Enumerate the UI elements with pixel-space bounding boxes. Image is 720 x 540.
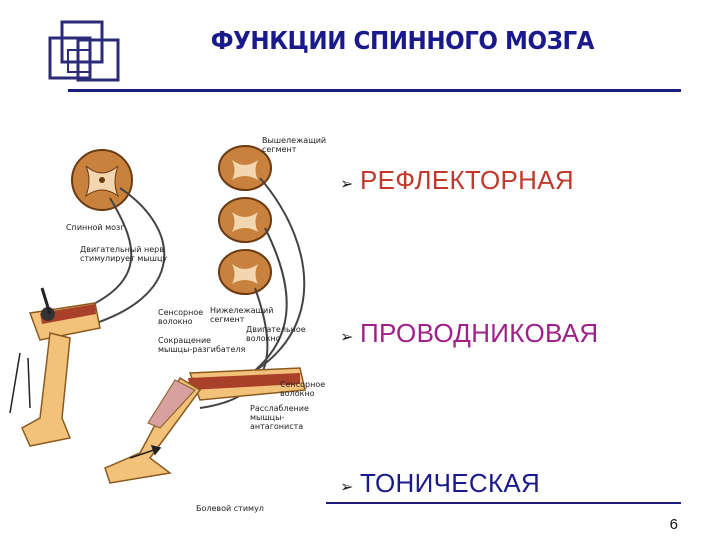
label-pain-stimulus: Болевой стимул xyxy=(196,504,264,513)
label-upper-segment: Вышележащий сегмент xyxy=(262,136,327,154)
label-lower-segment: Нижележащий сегмент xyxy=(210,306,274,324)
spinal-cord-section-left xyxy=(71,149,133,211)
arrow-bullet-icon: ➢ xyxy=(340,329,354,346)
arrow-bullet-icon: ➢ xyxy=(340,176,354,193)
label-sensory-fiber-left: Сенсорное волокно xyxy=(158,308,204,326)
leg-left xyxy=(21,287,101,447)
stimulus-arrows xyxy=(9,352,162,459)
footer-divider xyxy=(326,502,681,504)
reflex-arc-illustration: Спинной мозг Двигательный нерв стимулиру… xyxy=(0,128,335,520)
page-number: 6 xyxy=(669,516,678,533)
label-spinal-cord: Спинной мозг xyxy=(66,223,125,232)
bullet-label: ПРОВОДНИКОВАЯ xyxy=(360,318,599,348)
logo-icon xyxy=(48,20,120,82)
label-sensory-fiber-right: Сенсорное волокно xyxy=(280,380,326,398)
label-antagonist-relaxation: Расслабление мышцы-антагониста xyxy=(250,404,309,431)
arrow-bullet-icon: ➢ xyxy=(340,479,354,496)
label-motor-fiber: Двигательное волокно xyxy=(246,325,306,343)
spinal-cord-segments-right xyxy=(218,145,272,295)
bullet-label: РЕФЛЕКТОРНАЯ xyxy=(360,165,574,195)
reflex-arc-drawing xyxy=(9,145,306,484)
label-motor-nerve: Двигательный нерв стимулирует мышцу xyxy=(80,245,168,263)
leg-right xyxy=(104,367,306,484)
bullet-reflex: ➢ РЕФЛЕКТОРНАЯ xyxy=(340,165,574,196)
label-extensor-contraction: Сокращение мышцы-разгибателя xyxy=(158,336,246,354)
title-divider xyxy=(68,89,681,92)
bullet-label: ТОНИЧЕСКАЯ xyxy=(360,468,541,498)
bullet-tonic: ➢ ТОНИЧЕСКАЯ xyxy=(340,468,540,499)
slide-title: ФУНКЦИИ СПИННОГО МОЗГА xyxy=(210,26,595,55)
bullet-conduction: ➢ ПРОВОДНИКОВАЯ xyxy=(340,318,598,349)
